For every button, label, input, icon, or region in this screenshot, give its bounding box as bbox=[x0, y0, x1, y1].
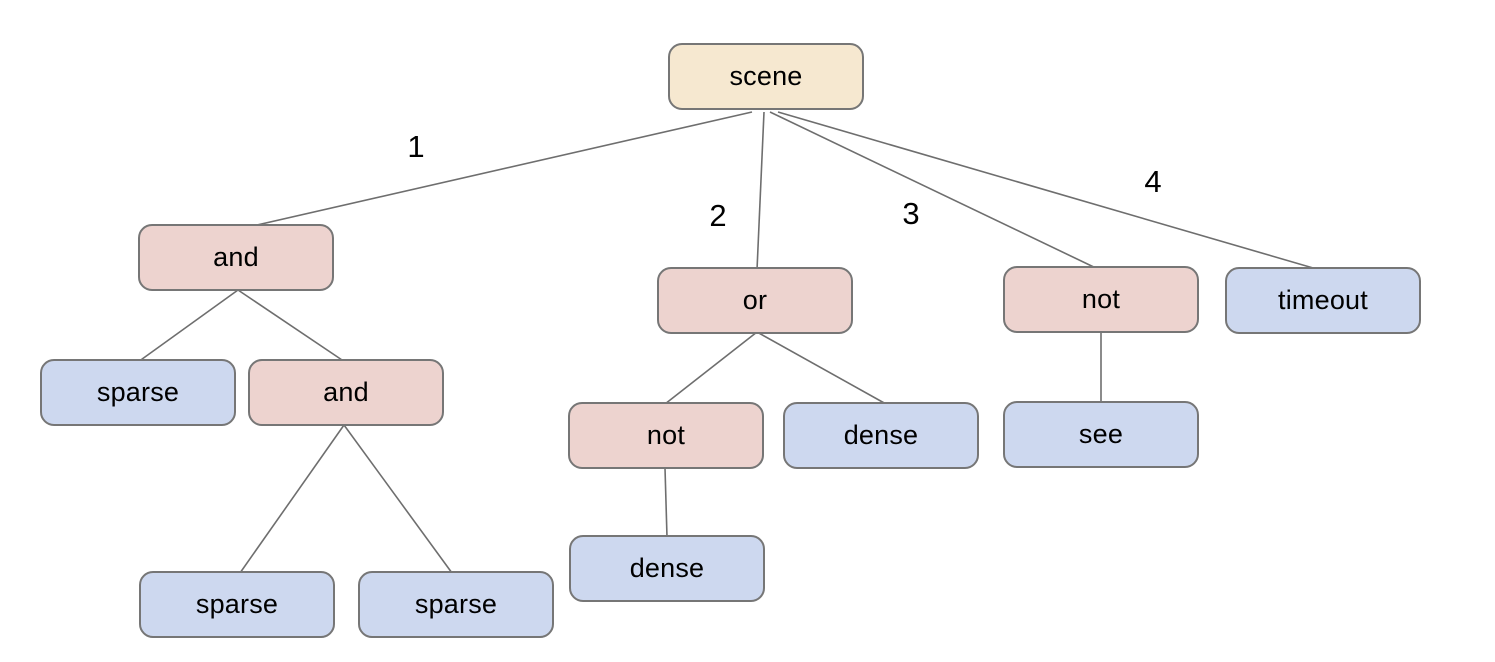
node-scene: scene bbox=[668, 43, 864, 110]
node-sparse-2: sparse bbox=[139, 571, 335, 638]
node-timeout: timeout bbox=[1225, 267, 1421, 334]
node-not-1: not bbox=[1003, 266, 1199, 333]
edge-or-not bbox=[664, 331, 758, 405]
edge-scene-and bbox=[234, 111, 753, 231]
node-see: see bbox=[1003, 401, 1199, 468]
edge-not2-dense bbox=[664, 467, 668, 538]
node-and-1: and bbox=[138, 224, 334, 291]
node-or: or bbox=[657, 267, 853, 334]
edge-scene-not bbox=[769, 111, 1101, 271]
edge-label-4: 4 bbox=[1144, 164, 1162, 199]
edge-and-and bbox=[237, 289, 346, 363]
edge-and2-sparse-left bbox=[239, 424, 345, 574]
edge-scene-or bbox=[756, 111, 765, 271]
edge-label-3: 3 bbox=[902, 196, 920, 231]
edge-scene-timeout bbox=[777, 111, 1321, 271]
edge-label-1: 1 bbox=[407, 129, 425, 164]
node-and-2: and bbox=[248, 359, 444, 426]
edge-label-2: 2 bbox=[709, 198, 727, 233]
node-dense-1: dense bbox=[783, 402, 979, 469]
node-dense-2: dense bbox=[569, 535, 765, 602]
node-sparse-3: sparse bbox=[358, 571, 554, 638]
node-sparse-1: sparse bbox=[40, 359, 236, 426]
node-not-2: not bbox=[568, 402, 764, 469]
edge-and-sparse bbox=[137, 289, 239, 363]
edge-and2-sparse-right bbox=[343, 424, 453, 574]
edge-or-dense bbox=[756, 331, 887, 405]
